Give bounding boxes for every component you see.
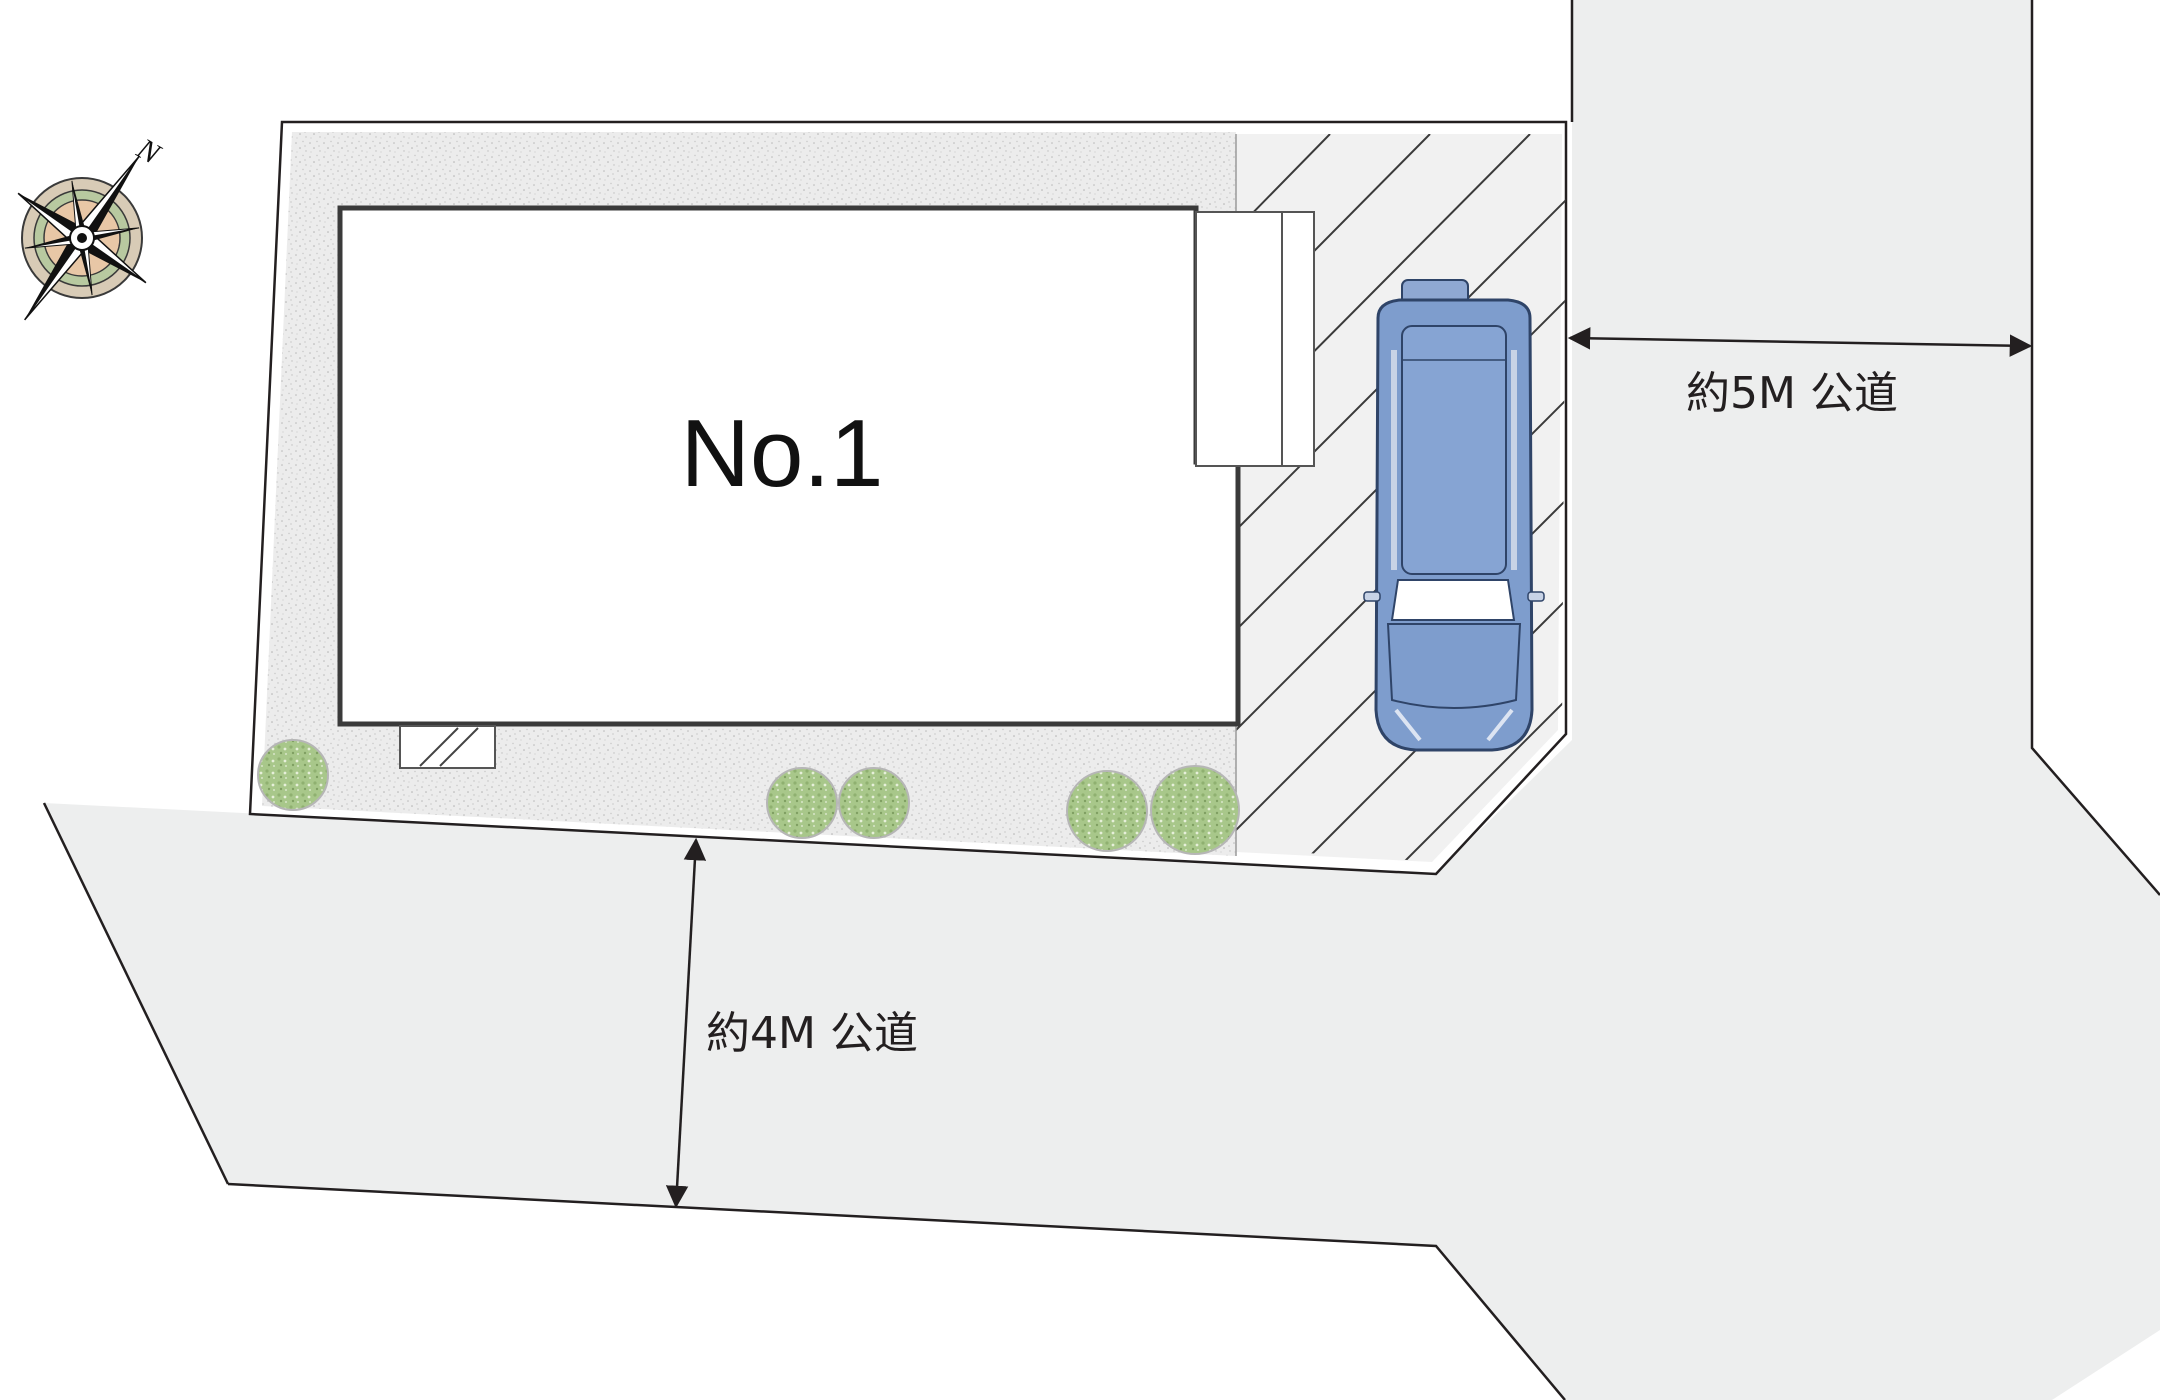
car-icon	[1363, 279, 1545, 752]
lot-label: No.1	[681, 400, 884, 507]
rear-step	[399, 725, 496, 769]
road-front-dimension	[665, 837, 707, 1209]
entrance-porch	[1195, 211, 1315, 467]
compass-rose-icon: N	[17, 132, 167, 321]
shrub-icon	[838, 767, 910, 839]
compass-north-label: N	[131, 132, 167, 172]
shrub-icon	[1150, 765, 1240, 855]
road-front-label: 約4M 公道	[706, 1008, 918, 1059]
shrub-icon	[1066, 770, 1148, 852]
road-edges	[42, 0, 2160, 1400]
road-side-dimension	[1567, 327, 2033, 357]
shrub-icon	[257, 739, 329, 811]
road-side-label: 約5M 公道	[1686, 368, 1898, 419]
shrub-icon	[766, 767, 838, 839]
